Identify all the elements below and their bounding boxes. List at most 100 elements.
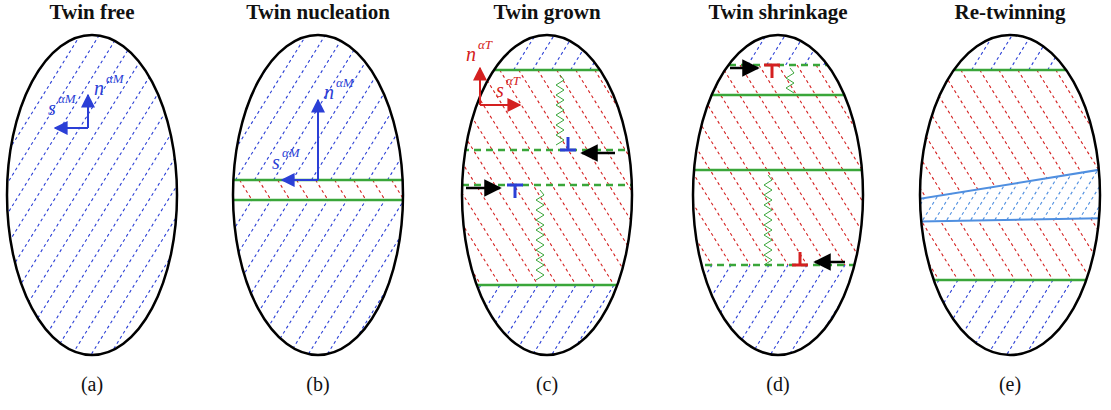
hatch-line — [872, 160, 912, 225]
panel-title: Twin nucleation — [246, 2, 390, 23]
hatch-region — [688, 65, 868, 265]
vector-symbol: n — [466, 44, 476, 64]
panel-caption: (e) — [999, 374, 1021, 394]
hatch-line — [992, 160, 1032, 225]
vector-superscript: αM — [336, 76, 354, 89]
hatch-line — [457, 70, 538, 285]
hatch-line — [968, 160, 1008, 225]
hatch-line — [915, 0, 920, 70]
hatch-line — [953, 280, 1034, 410]
hatch-line — [481, 70, 614, 285]
hatch-line — [915, 280, 958, 410]
hatch-line — [76, 0, 182, 410]
hatch-line — [2, 0, 140, 410]
hatch-line — [688, 65, 712, 265]
arrow — [55, 127, 88, 129]
hatch-line — [2, 0, 102, 410]
grain-interior — [84, 0, 670, 410]
hatch-line — [537, 285, 615, 410]
hatch-line — [335, 180, 347, 200]
hatch-line — [688, 0, 712, 65]
hatch-line — [499, 285, 577, 410]
hatch-region — [915, 70, 1105, 280]
hatch-line — [884, 160, 924, 225]
grain-outline — [233, 35, 403, 355]
hatch-line — [235, 0, 347, 180]
partial-marker — [764, 175, 772, 265]
hatch-region — [915, 280, 1105, 410]
band-boundary — [900, 168, 1110, 202]
twin-boundary — [920, 69, 1100, 72]
hatch-line — [2, 0, 178, 410]
grain-outline — [693, 35, 863, 355]
hatch-region — [457, 70, 637, 285]
vector-symbol: n — [94, 78, 104, 98]
hatch-line — [500, 70, 633, 285]
hatch-line — [2, 0, 83, 410]
hatch-line — [896, 160, 936, 225]
panel-caption: (d) — [766, 374, 789, 394]
hatch-line — [556, 285, 634, 410]
hatch-line — [2, 0, 121, 410]
hatch-line — [255, 200, 385, 410]
hatch-line — [848, 160, 888, 225]
vector-superscript: αT — [478, 38, 492, 51]
hatch-line — [406, 0, 408, 180]
hatch-region — [2, 0, 182, 410]
panel-caption: (a) — [81, 374, 103, 394]
hatch-line — [373, 180, 385, 200]
hatch-line — [457, 285, 500, 410]
hatch-line — [688, 0, 693, 65]
dislocation-symbol — [771, 65, 774, 78]
hatch-line — [1040, 160, 1080, 225]
hatch-line — [2, 0, 45, 410]
band-boundary — [900, 218, 1110, 222]
twin-boundary — [233, 199, 403, 202]
dislocation-symbol — [514, 185, 517, 198]
grain-outline — [462, 35, 632, 355]
hatch-line — [915, 70, 1034, 280]
hatch-line — [293, 200, 408, 410]
vector-symbol: s — [496, 80, 504, 100]
hatch-line — [19, 0, 182, 410]
grain-interior — [310, 0, 899, 410]
hatch-line — [457, 0, 481, 70]
twin-boundary — [462, 284, 632, 287]
hatch-line — [331, 200, 408, 410]
panel-title: Twin grown — [493, 2, 600, 23]
hatch-line — [1028, 160, 1068, 225]
hatch-line — [387, 0, 408, 180]
hatch-line — [330, 0, 408, 180]
panel-title: Twin free — [50, 2, 135, 23]
hatch-line — [915, 70, 920, 280]
hatch-line — [736, 265, 826, 410]
hatch-line — [2, 0, 182, 410]
hatch-line — [576, 70, 637, 285]
grain-outline — [920, 35, 1100, 355]
grain-interior — [771, 0, 1111, 410]
dislocation-symbol — [799, 252, 802, 265]
vector-symbol: s — [272, 152, 280, 172]
arrow — [815, 261, 845, 264]
hatch-line — [688, 65, 693, 265]
hatch-line — [632, 285, 638, 410]
hatch-line — [1048, 280, 1105, 410]
hatch-line — [457, 0, 462, 70]
hatch-line — [2, 0, 182, 410]
grain-interior — [550, 0, 1111, 410]
hatch-line — [457, 70, 557, 285]
arrow — [282, 179, 318, 181]
hatch-line — [292, 0, 404, 180]
hatch-line — [457, 285, 462, 410]
hatch-line — [388, 200, 408, 410]
hatch-line — [57, 0, 182, 410]
panel-title: Twin shrinkage — [708, 2, 847, 23]
hatch-line — [609, 0, 637, 70]
hatch-line — [557, 70, 637, 285]
hatch-line — [932, 160, 972, 225]
hatch-line — [980, 160, 1020, 225]
hatch-line — [1052, 160, 1092, 225]
twin-boundary — [462, 69, 632, 72]
